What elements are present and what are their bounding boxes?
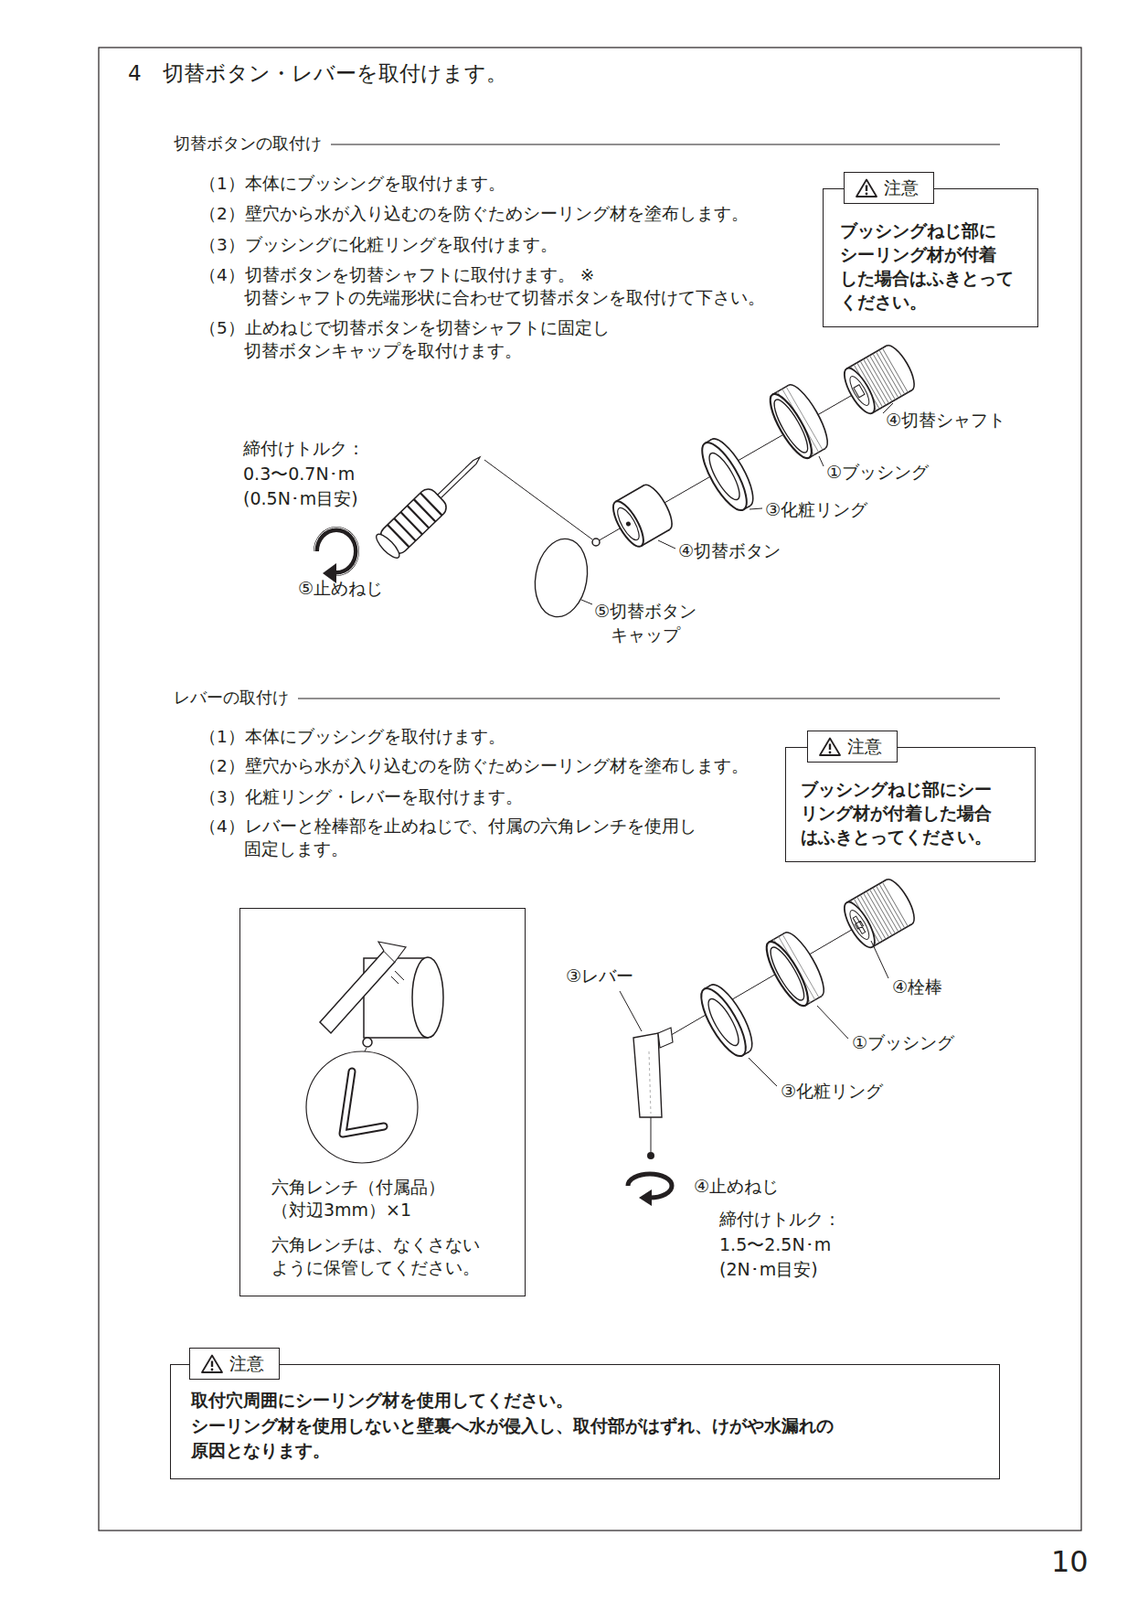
caution-box: 注意ブッシングねじ部に シーリング材が付着 した場合はふきとって ください。	[822, 188, 1039, 328]
drawing-part	[372, 531, 403, 562]
drawing-part	[693, 433, 761, 517]
drawing-part	[319, 950, 395, 1033]
part-callout: ④止めねじ	[693, 1174, 779, 1198]
drawing-part	[484, 459, 593, 540]
part-callout: ⑤切替ボタン キャップ	[594, 599, 697, 647]
instruction-step: （4）レバーと栓棒部を止めねじで、付属の六角レンチを使用し 固定します。	[199, 815, 802, 861]
drawing-part	[437, 455, 482, 499]
warning-triangle	[202, 1354, 223, 1372]
instruction-step: （3）ブッシングに化粧リングを取付けます。	[199, 233, 802, 257]
drawing-part	[306, 1051, 418, 1163]
caution-tab: 注意	[843, 171, 935, 204]
drawing-part	[391, 970, 405, 984]
drawing-part	[839, 874, 921, 951]
caution-text: 取付穴周囲にシーリング材を使用してください。 シーリング材を使用しないと壁裏へ水…	[191, 1387, 886, 1464]
instruction-step: （4）切替ボタンを切替シャフトに取付けます。 ※切替シャフトの先端形状に合わせて…	[199, 264, 802, 309]
accessory-note: 六角レンチは、なくさない ように保管してください。	[271, 1233, 490, 1280]
drawing-part	[342, 1071, 384, 1134]
warning-mark	[829, 743, 831, 750]
drawing-part	[853, 384, 865, 398]
drawing-part	[692, 978, 760, 1063]
accessory-name: 六角レンチ（付属品） （対辺3mm）×1	[271, 1175, 490, 1223]
part-callout: ⑤止めねじ	[297, 576, 383, 600]
drawing-part	[342, 1071, 384, 1134]
drawing-part	[412, 956, 444, 1038]
instruction-step: （1）本体にブッシングを取付けます。	[199, 725, 802, 749]
drawing-part	[871, 940, 889, 979]
leader-lines	[619, 940, 889, 1086]
drawing-part	[759, 926, 831, 1011]
drawing-part	[529, 534, 594, 621]
caution-text: ブッシングねじ部に シーリング材が付着 した場合はふきとって ください。	[839, 218, 1025, 314]
page-frame	[98, 47, 1082, 1531]
caution-heading: 注意	[847, 735, 883, 757]
drawing-part	[364, 1047, 367, 1052]
part-callout: ④切替シャフト	[885, 408, 1006, 432]
part-callout: ④切替ボタン	[678, 539, 781, 563]
drawing-part	[607, 480, 678, 551]
drawing-part	[851, 914, 867, 935]
drawing-part	[658, 1027, 673, 1048]
drawing-part	[817, 1005, 849, 1039]
instruction-step: （1）本体にブッシングを取付けます。	[199, 172, 802, 196]
part-callout: ③レバー	[565, 964, 634, 988]
drawing-part	[650, 1116, 652, 1152]
warning-icon	[201, 1353, 224, 1373]
warning-mark	[865, 191, 869, 195]
drawing-part	[372, 446, 491, 562]
accessory-box: 六角レンチ（付属品） （対辺3mm）×1 六角レンチは、なくさない ように保管して…	[239, 907, 526, 1297]
instruction-step: （2）壁穴から水が入り込むのを防ぐためシーリング材を塗布します。	[199, 202, 802, 226]
drawing-part	[763, 379, 835, 463]
part-callout: ③化粧リング	[780, 1079, 883, 1103]
caution-box: 注意取付穴周囲にシーリング材を使用してください。 シーリング材を使用しないと壁裏…	[170, 1363, 1000, 1479]
drawing-part	[748, 1057, 777, 1086]
section-heading: 切替ボタンの取付け	[173, 132, 331, 154]
drawing-part	[592, 538, 600, 546]
drawing-part	[638, 1189, 652, 1206]
instruction-step: （5）止めねじで切替ボタンを切替シャフトに固定し 切替ボタンキャップを取付けます…	[199, 317, 802, 362]
drawing-part	[633, 1032, 662, 1117]
torque-spec: 締付けトルク： 0.3〜0.7N･m (0.5N･m目安)	[243, 435, 371, 512]
warning-triangle	[819, 737, 840, 755]
page-number: 10	[1051, 1542, 1089, 1582]
warning-icon	[818, 736, 841, 756]
instruction-step: （3）化粧リング・レバーを取付けます。	[199, 786, 802, 809]
drawing-part	[749, 508, 763, 510]
part-callout: ①ブッシング	[851, 1031, 955, 1054]
caution-tab: 注意	[189, 1347, 280, 1380]
leader-lines	[581, 403, 894, 605]
page-title: 4 切替ボタン・レバーを取付けます。	[127, 60, 508, 88]
caution-heading: 注意	[229, 1352, 265, 1374]
drawing-part	[818, 456, 824, 467]
drawing-part	[362, 1037, 373, 1047]
warning-mark	[211, 1360, 213, 1367]
caution-heading: 注意	[883, 177, 919, 199]
drawing-part	[658, 540, 676, 549]
hex-wrench-illustration	[306, 941, 444, 1163]
drawing-part	[378, 941, 406, 962]
warning-mark	[865, 184, 868, 192]
warning-mark	[829, 750, 832, 754]
drawing-part	[387, 492, 443, 547]
caution-box: 注意ブッシングねじ部にシー リング材が付着した場合 はふきとってください。	[785, 746, 1036, 862]
drawing-part	[648, 1051, 651, 1114]
drawing-part	[647, 1151, 655, 1159]
torque-spec: 締付けトルク： 1.5〜2.5N･m (2N･m目安)	[719, 1206, 847, 1283]
warning-triangle	[856, 179, 877, 197]
drawing-part	[839, 340, 921, 417]
caution-text: ブッシングねじ部にシー リング材が付着した場合 はふきとってください。	[800, 776, 1022, 849]
part-callout: ③化粧リング	[765, 498, 868, 521]
warning-icon	[855, 178, 878, 198]
warning-mark	[211, 1367, 214, 1371]
drawing-part	[581, 599, 593, 605]
caution-tab: 注意	[807, 730, 898, 763]
instruction-step: （2）壁穴から水が入り込むのを防ぐためシーリング材を塗布します。	[199, 754, 802, 778]
part-callout: ④栓棒	[892, 975, 943, 999]
section-heading: レバーの取付け	[173, 686, 298, 708]
drawing-part	[619, 990, 642, 1032]
part-callout: ①ブッシング	[826, 460, 929, 484]
